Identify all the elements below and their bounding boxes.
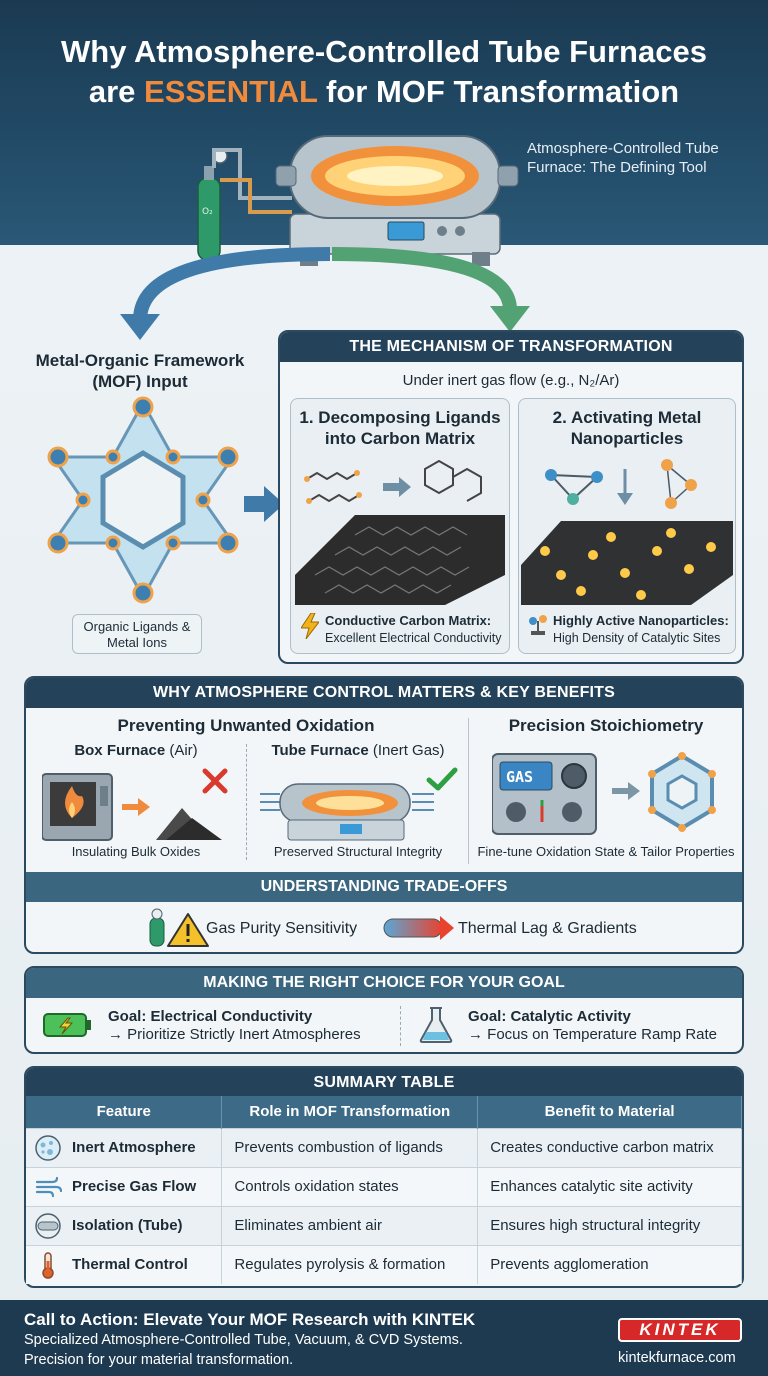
step-1-title: 1. Decomposing Ligands into Carbon Matri…	[299, 408, 501, 448]
choice-panel: MAKING THE RIGHT CHOICE FOR YOUR GOAL Go…	[24, 966, 744, 1054]
benefit-cell: Creates conductive carbon matrix	[477, 1127, 742, 1167]
footer: Call to Action: Elevate Your MOF Researc…	[0, 1300, 768, 1376]
divider	[468, 718, 469, 864]
mechanism-title: THE MECHANISM OF TRANSFORMATION	[280, 332, 742, 362]
feature-cell: Thermal Control	[26, 1244, 223, 1284]
box-furnace-label: Box Furnace (Air)	[74, 742, 198, 759]
step-2-result-text: High Density of Catalytic Sites	[553, 631, 721, 645]
tradeoffs-title: UNDERSTANDING TRADE-OFFS	[26, 872, 742, 902]
step-2-card: 2. Activating Metal Nanoparticles Highly…	[518, 398, 736, 654]
feature-cell: Precise Gas Flow	[26, 1166, 223, 1206]
divider	[400, 1006, 401, 1046]
tube-furnace-label: Tube Furnace (Inert Gas)	[271, 742, 445, 759]
summary-title: SUMMARY TABLE	[26, 1068, 742, 1098]
table-header-row: Feature Role in MOF Transformation Benef…	[26, 1096, 742, 1128]
tradeoff-2: Thermal Lag & Gradients	[458, 920, 637, 937]
benefits-panel: WHY ATMOSPHERE CONTROL MATTERS & KEY BEN…	[24, 676, 744, 954]
step-2-title: 2. Activating Metal Nanoparticles	[552, 408, 702, 448]
summary-table: Feature Role in MOF Transformation Benef…	[26, 1096, 742, 1284]
role-cell: Eliminates ambient air	[221, 1205, 479, 1245]
footer-line-3: Precision for your material transformati…	[24, 1352, 294, 1368]
role-cell: Controls oxidation states	[221, 1166, 479, 1206]
header-banner: Why Atmosphere-Controlled Tube Furnaces …	[0, 0, 768, 245]
stoich-title: Precision Stoichiometry	[508, 716, 704, 735]
title-line-1: Why Atmosphere-Controlled Tube Furnaces	[61, 34, 707, 69]
tube-icon	[35, 1212, 61, 1239]
feature-cell: Isolation (Tube)	[26, 1205, 223, 1245]
step-2-result-bold: Highly Active Nanoparticles:	[553, 613, 729, 628]
battery-icon	[43, 1013, 91, 1037]
kintek-logo: KINTEK	[618, 1318, 742, 1342]
carbon-matrix-illustration	[295, 459, 505, 605]
thermometer-icon	[42, 1252, 54, 1279]
table-row: Thermal Control Regulates pyrolysis & fo…	[26, 1244, 742, 1284]
role-cell: Prevents combustion of ligands	[221, 1127, 479, 1167]
column-header: Benefit to Material	[477, 1096, 742, 1128]
table-row: Inert Atmosphere Prevents combustion of …	[26, 1127, 742, 1167]
page-title: Why Atmosphere-Controlled Tube Furnaces …	[0, 32, 768, 112]
nanoparticle-cluster-icon	[529, 615, 547, 635]
box-furnace-caption: Insulating Bulk Oxides	[71, 844, 201, 859]
green-check-icon	[426, 767, 458, 791]
mof-input-title: Metal-Organic Framework (MOF) Input	[35, 351, 245, 391]
footer-line-2: Specialized Atmosphere-Controlled Tube, …	[24, 1332, 463, 1348]
gas-panel-label: GAS	[506, 768, 534, 786]
goal-1-text: → Prioritize Strictly Inert Atmospheres	[108, 1026, 361, 1043]
role-cell: Regulates pyrolysis & formation	[221, 1244, 479, 1284]
mechanism-subtitle: Under inert gas flow (e.g., N₂/Ar)	[402, 372, 620, 389]
lightning-icon	[301, 613, 319, 639]
benefits-title: WHY ATMOSPHERE CONTROL MATTERS & KEY BEN…	[26, 678, 742, 708]
column-header: Role in MOF Transformation	[221, 1096, 479, 1128]
right-arrow-icon	[244, 486, 284, 522]
feature-cell: Inert Atmosphere	[26, 1127, 223, 1167]
gas-label: O₂	[202, 207, 213, 217]
table-row: Precise Gas Flow Controls oxidation stat…	[26, 1166, 742, 1206]
tube-furnace-illustration: O₂	[197, 135, 519, 266]
step-1-result-bold: Conductive Carbon Matrix:	[325, 613, 492, 628]
mechanism-panel: THE MECHANISM OF TRANSFORMATION Under in…	[278, 330, 744, 664]
gas-control-illustration	[492, 752, 716, 835]
tradeoff-1: Gas Purity Sensitivity	[206, 920, 358, 937]
thermal-gradient-tube-icon	[383, 916, 454, 940]
flask-icon	[419, 1007, 453, 1043]
cta-heading: Call to Action: Elevate Your MOF Researc…	[24, 1310, 476, 1329]
choice-title: MAKING THE RIGHT CHOICE FOR YOUR GOAL	[26, 968, 742, 998]
bubbles-icon	[35, 1134, 61, 1161]
flow-arrows	[120, 247, 530, 340]
benefit-cell: Enhances catalytic site activity	[477, 1166, 742, 1206]
step-1-card: 1. Decomposing Ligands into Carbon Matri…	[290, 398, 510, 654]
title-accent: ESSENTIAL	[144, 74, 318, 109]
mof-input-caption: Organic Ligands & Metal Ions	[72, 614, 202, 654]
column-header: Feature	[26, 1096, 223, 1128]
step-1-result-text: Excellent Electrical Conductivity	[325, 631, 502, 645]
oxidation-title: Preventing Unwanted Oxidation	[117, 716, 375, 735]
table-row: Isolation (Tube) Eliminates ambient air …	[26, 1205, 742, 1245]
benefit-cell: Ensures high structural integrity	[477, 1205, 742, 1245]
goal-1-bold: Goal: Electrical Conductivity	[108, 1008, 313, 1025]
goal-2-bold: Goal: Catalytic Activity	[468, 1008, 631, 1025]
furnace-caption: Atmosphere-Controlled Tube Furnace: The …	[527, 140, 719, 176]
tube-furnace-caption: Preserved Structural Integrity	[273, 844, 443, 859]
benefit-cell: Prevents agglomeration	[477, 1244, 742, 1284]
tube-furnace-small-illustration	[260, 783, 434, 841]
red-cross-icon	[202, 768, 228, 794]
box-furnace-illustration	[42, 773, 222, 841]
wind-icon	[35, 1176, 62, 1197]
mof-structure-illustration	[47, 396, 239, 604]
stoich-caption: Fine-tune Oxidation State & Tailor Prope…	[477, 844, 735, 859]
nanoparticles-illustration	[521, 459, 733, 605]
gas-cylinder-warning-icon	[149, 908, 209, 947]
goal-2-text: → Focus on Temperature Ramp Rate	[468, 1026, 718, 1043]
footer-url[interactable]: kintekfurnace.com	[618, 1350, 736, 1366]
divider	[246, 744, 247, 860]
title-line-2: are ESSENTIAL for MOF Transformation	[88, 74, 680, 109]
